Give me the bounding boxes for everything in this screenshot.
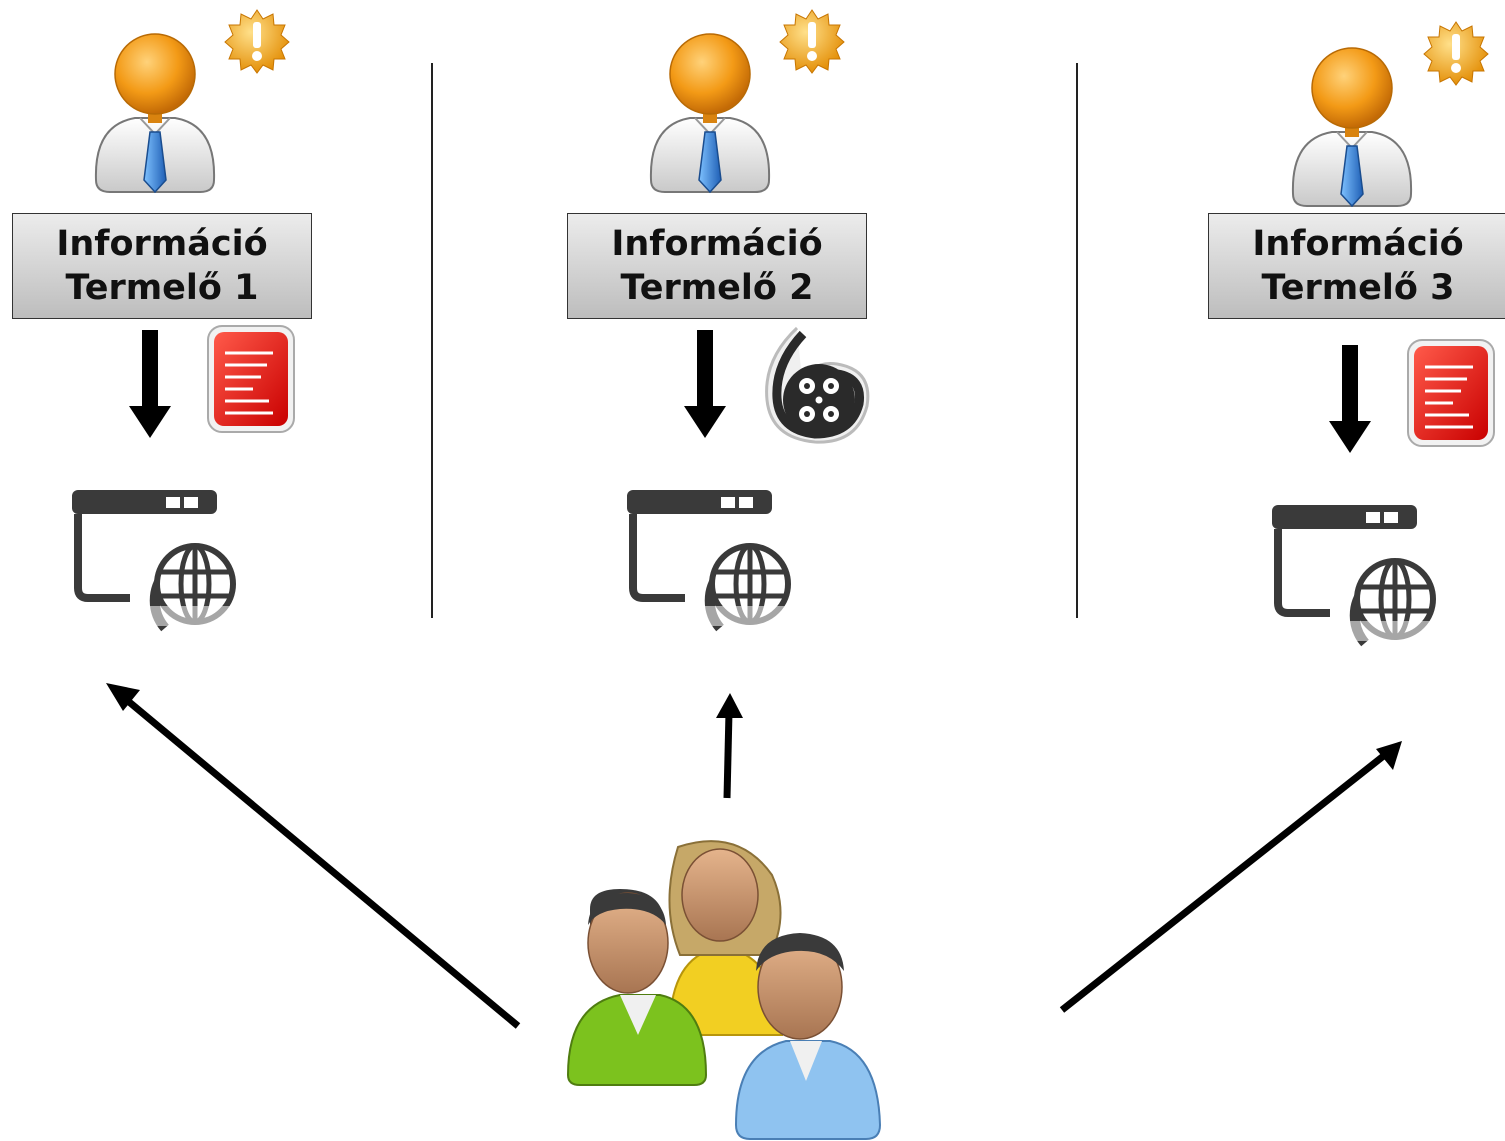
film-reel-icon <box>765 326 870 444</box>
producer-label-line2: Termelő 1 <box>65 268 259 308</box>
producer-label-line1: Információ <box>611 224 823 264</box>
producer-label-line1: Információ <box>56 224 268 264</box>
person-icon <box>94 33 216 194</box>
arrow-to-producer-1 <box>106 683 521 1029</box>
down-arrow-icon <box>1329 345 1371 453</box>
producer-1: Információ Termelő 1 <box>0 0 320 660</box>
document-icon <box>1407 339 1495 447</box>
arrow-to-producer-2 <box>716 693 743 799</box>
person-icon <box>1291 47 1413 208</box>
web-browser-icon <box>1270 505 1445 647</box>
user-man-blue <box>734 933 882 1140</box>
down-arrow-icon <box>129 330 171 438</box>
producer-label-line2: Termelő 2 <box>620 268 814 308</box>
column-separator <box>431 63 433 618</box>
web-browser-icon <box>70 490 245 632</box>
producer-label: Információ Termelő 1 <box>12 213 312 319</box>
producer-3: Információ Termelő 3 <box>1197 0 1505 660</box>
web-browser-icon <box>625 490 800 632</box>
user-group-icon <box>566 840 882 1140</box>
user-woman <box>668 840 784 1036</box>
producer-label: Információ Termelő 3 <box>1208 213 1505 319</box>
person-icon <box>649 33 771 194</box>
arrow-to-producer-3 <box>1059 741 1402 1013</box>
column-separator <box>1076 63 1078 618</box>
down-arrow-icon <box>684 330 726 438</box>
user-man-green <box>566 889 708 1086</box>
producer-label-line1: Információ <box>1252 224 1464 264</box>
producer-label: Információ Termelő 2 <box>567 213 867 319</box>
document-icon <box>207 325 295 433</box>
producer-2: Információ Termelő 2 <box>555 0 875 660</box>
alert-badge-icon <box>224 9 290 74</box>
alert-badge-icon <box>779 9 845 74</box>
producer-label-line2: Termelő 3 <box>1261 268 1455 308</box>
alert-badge-icon <box>1423 21 1489 86</box>
